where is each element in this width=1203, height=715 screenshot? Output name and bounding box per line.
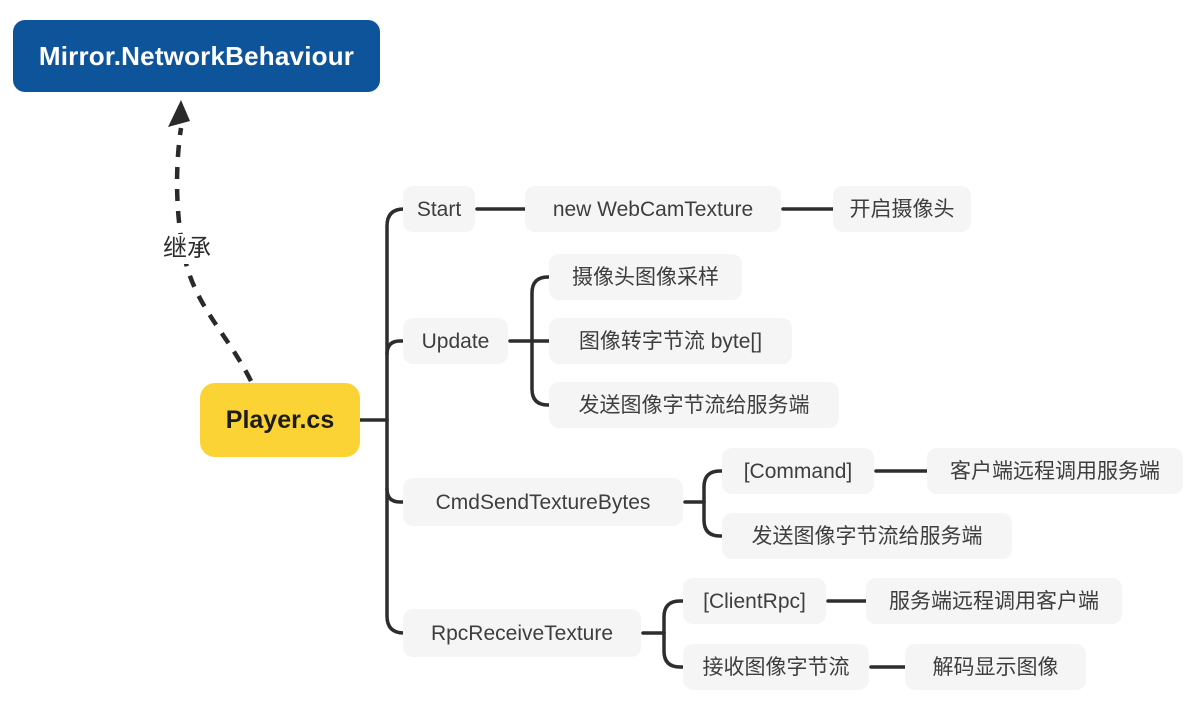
- node-new-webcamtexture[interactable]: new WebCamTexture: [525, 186, 781, 232]
- node-rpcreceivetexture[interactable]: RpcReceiveTexture: [403, 609, 641, 657]
- node-decode-display[interactable]: 解码显示图像: [905, 644, 1086, 690]
- node-send-bytes-to-server-2[interactable]: 发送图像字节流给服务端: [722, 513, 1012, 559]
- node-camera-sampling[interactable]: 摄像头图像采样: [549, 254, 742, 300]
- node-update[interactable]: Update: [403, 318, 508, 364]
- node-cmdsendtexturebytes[interactable]: CmdSendTextureBytes: [403, 478, 683, 526]
- edge-update-u3: [530, 339, 553, 407]
- node-send-bytes-to-server[interactable]: 发送图像字节流给服务端: [549, 382, 839, 428]
- edge-update-u1: [530, 275, 553, 343]
- edge-trunk-rpc: [385, 418, 408, 635]
- edge-rpc-clientrpc: [662, 599, 687, 635]
- edge-rpc-r2: [662, 631, 687, 669]
- edge-cmd-command: [702, 469, 726, 504]
- node-parent-class[interactable]: Mirror.NetworkBehaviour: [13, 20, 380, 92]
- inheritance-edge-label: 继承: [161, 234, 213, 264]
- node-client-calls-server[interactable]: 客户端远程调用服务端: [927, 448, 1183, 494]
- edge-trunk-cmd: [385, 487, 408, 504]
- node-receive-bytes[interactable]: 接收图像字节流: [683, 644, 869, 690]
- inheritance-arrow-shaft: [174, 127, 254, 383]
- node-server-calls-client[interactable]: 服务端远程调用客户端: [866, 578, 1122, 624]
- edge-trunk-update: [385, 339, 408, 356]
- node-clientrpc-attribute[interactable]: [ClientRpc]: [683, 578, 826, 624]
- edge-cmd-c2: [702, 500, 726, 538]
- node-image-to-bytes[interactable]: 图像转字节流 byte[]: [549, 318, 792, 364]
- edge-trunk-start: [385, 207, 408, 422]
- inheritance-arrow-head: [168, 100, 190, 127]
- node-start[interactable]: Start: [403, 186, 475, 232]
- node-open-camera[interactable]: 开启摄像头: [833, 186, 971, 232]
- inheritance-arrow: [168, 100, 254, 383]
- node-command-attribute[interactable]: [Command]: [722, 448, 874, 494]
- node-root-player[interactable]: Player.cs: [200, 383, 360, 457]
